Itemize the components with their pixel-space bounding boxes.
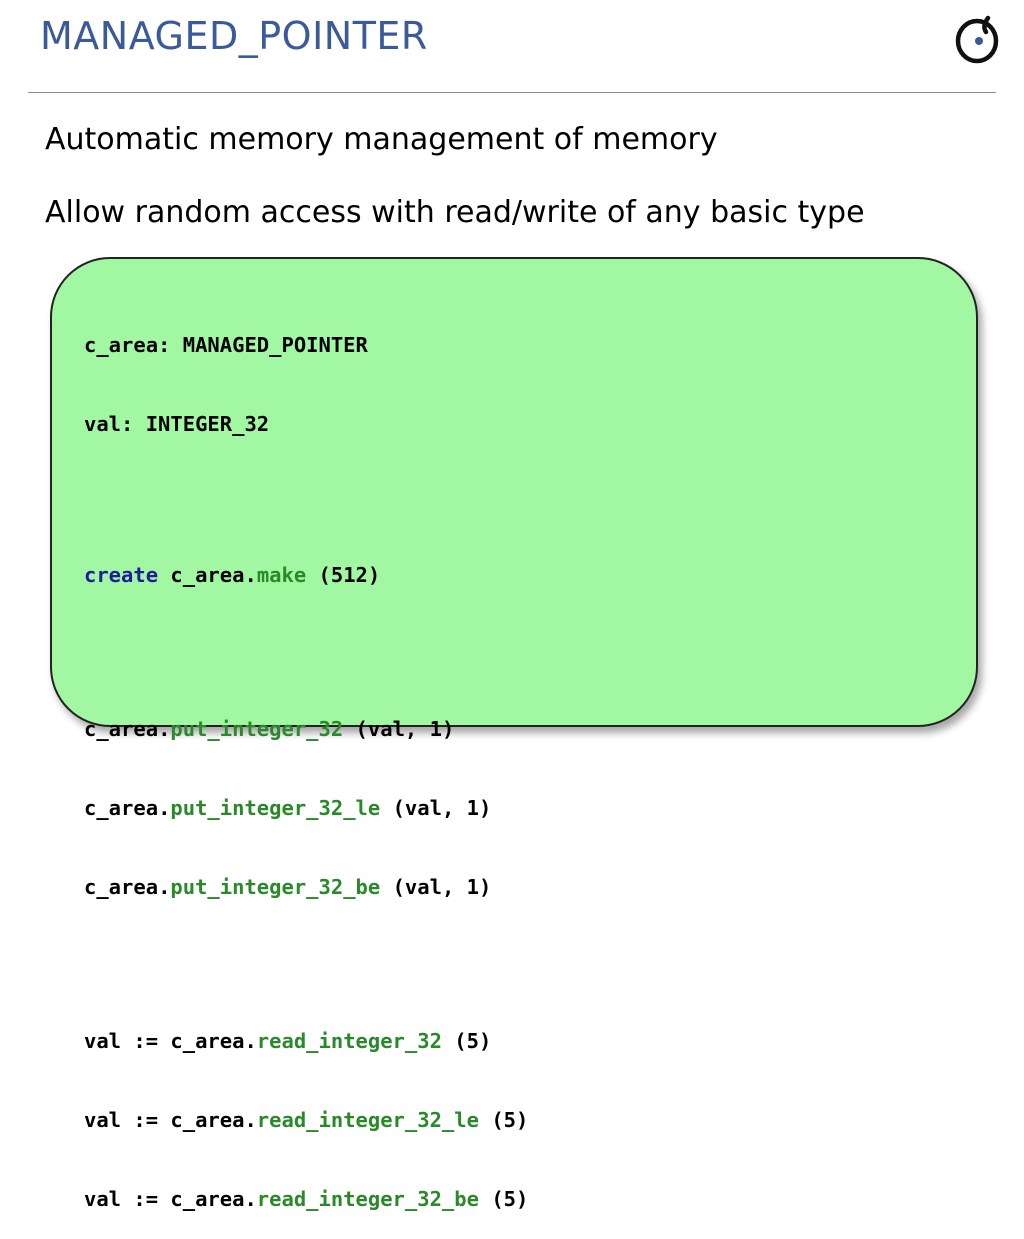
code-line: val := c_area.read_integer_32_le (5)	[84, 1108, 529, 1132]
code-feature: read_integer_32_le	[256, 1108, 479, 1132]
code-target: c_area	[170, 563, 245, 587]
code-feature: put_integer_32_le	[170, 796, 381, 820]
code-target: val := c_area	[84, 1187, 245, 1211]
code-args: (val, 1)	[355, 717, 455, 741]
slide-title: MANAGED_POINTER	[40, 14, 428, 58]
code-line: c_area.put_integer_32 (val, 1)	[84, 717, 455, 741]
code-args: (val, 1)	[392, 796, 492, 820]
code-feature: read_integer_32_be	[256, 1187, 479, 1211]
code-line: c_area.put_integer_32_be (val, 1)	[84, 875, 492, 899]
code-block: c_area: MANAGED_POINTER val: INTEGER_32 …	[84, 282, 528, 1239]
code-args: (5)	[454, 1029, 492, 1053]
code-line: val := c_area.read_integer_32 (5)	[84, 1029, 492, 1053]
code-feature: read_integer_32	[256, 1029, 442, 1053]
code-target: c_area	[84, 717, 159, 741]
code-feature: put_integer_32_be	[170, 875, 381, 899]
code-target: c_area	[84, 796, 159, 820]
code-target: val := c_area	[84, 1108, 245, 1132]
code-target: val := c_area	[84, 1029, 245, 1053]
code-line: create c_area.make (512)	[84, 563, 381, 587]
bullet-text: Automatic memory management of memory	[45, 122, 718, 157]
code-line: val: INTEGER_32	[84, 412, 270, 436]
title-divider	[28, 92, 996, 93]
code-box	[50, 257, 978, 727]
code-feature: put_integer_32	[170, 717, 344, 741]
code-args: (val, 1)	[392, 875, 492, 899]
code-args: (5)	[491, 1187, 529, 1211]
code-line: c_area.put_integer_32_le (val, 1)	[84, 796, 492, 820]
code-line: c_area: MANAGED_POINTER	[84, 333, 368, 357]
code-args: (512)	[318, 563, 381, 587]
code-line: val := c_area.read_integer_32_be (5)	[84, 1187, 529, 1211]
code-keyword: create	[84, 563, 159, 587]
code-target: c_area	[84, 875, 159, 899]
bullet-text: Allow random access with read/write of a…	[45, 195, 865, 230]
eiffel-logo-icon	[955, 15, 999, 64]
code-args: (5)	[491, 1108, 529, 1132]
code-feature: make	[256, 563, 307, 587]
